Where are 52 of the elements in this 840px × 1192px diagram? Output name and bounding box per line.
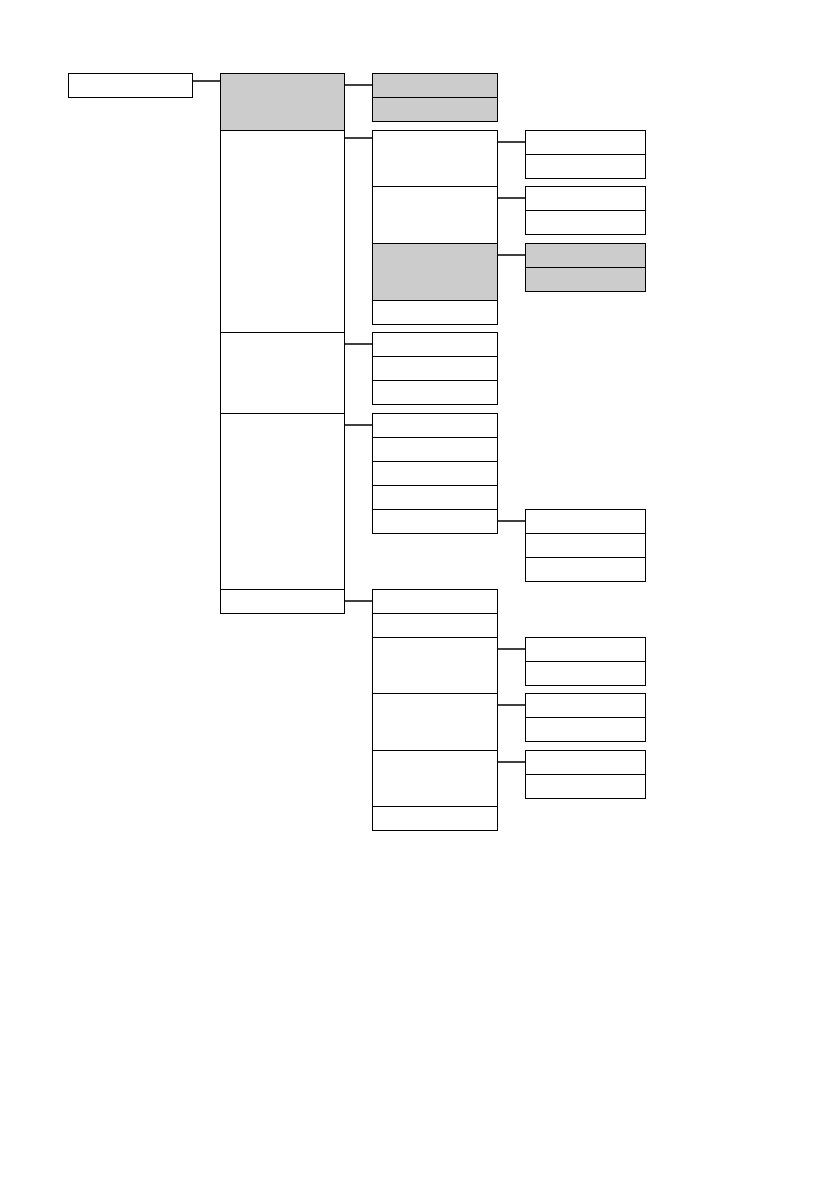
connector-line bbox=[343, 84, 373, 86]
connector-line bbox=[496, 197, 526, 199]
connector-line bbox=[496, 520, 526, 522]
shaded-box bbox=[525, 267, 646, 292]
empty-box bbox=[220, 589, 345, 614]
empty-box bbox=[525, 750, 646, 775]
empty-box bbox=[372, 332, 498, 357]
empty-box bbox=[372, 380, 498, 405]
connector-line bbox=[191, 80, 221, 82]
connector-line bbox=[496, 141, 526, 143]
shaded-box bbox=[372, 243, 498, 301]
empty-box bbox=[68, 73, 193, 98]
empty-box bbox=[525, 533, 646, 558]
empty-box bbox=[372, 437, 498, 462]
shaded-box bbox=[525, 243, 646, 268]
empty-box bbox=[372, 485, 498, 510]
connector-line bbox=[343, 600, 373, 602]
empty-box bbox=[525, 154, 646, 179]
empty-box bbox=[525, 661, 646, 686]
connector-line bbox=[496, 254, 526, 256]
empty-box bbox=[525, 774, 646, 799]
empty-box bbox=[372, 693, 498, 751]
empty-box bbox=[372, 130, 498, 187]
shaded-box bbox=[220, 73, 345, 131]
connector-line bbox=[496, 704, 526, 706]
connector-line bbox=[343, 424, 373, 426]
empty-box bbox=[525, 717, 646, 742]
empty-box bbox=[372, 637, 498, 694]
empty-box bbox=[525, 509, 646, 534]
empty-box bbox=[372, 413, 498, 438]
connector-line bbox=[343, 137, 373, 139]
empty-box bbox=[525, 557, 646, 582]
empty-box bbox=[525, 130, 646, 155]
empty-box bbox=[372, 750, 498, 807]
empty-box bbox=[525, 693, 646, 718]
connector-line bbox=[343, 343, 373, 345]
empty-box bbox=[372, 461, 498, 486]
connector-line bbox=[496, 648, 526, 650]
empty-box bbox=[372, 806, 498, 831]
shaded-box bbox=[372, 97, 498, 122]
empty-box bbox=[525, 210, 646, 235]
empty-box bbox=[220, 332, 345, 414]
empty-box bbox=[525, 637, 646, 662]
empty-box bbox=[525, 186, 646, 211]
empty-box bbox=[372, 613, 498, 638]
empty-box bbox=[372, 300, 498, 325]
empty-box bbox=[372, 186, 498, 244]
shaded-box bbox=[372, 73, 498, 98]
empty-box bbox=[372, 509, 498, 534]
empty-box bbox=[372, 356, 498, 381]
empty-box bbox=[372, 589, 498, 614]
connector-line bbox=[496, 761, 526, 763]
